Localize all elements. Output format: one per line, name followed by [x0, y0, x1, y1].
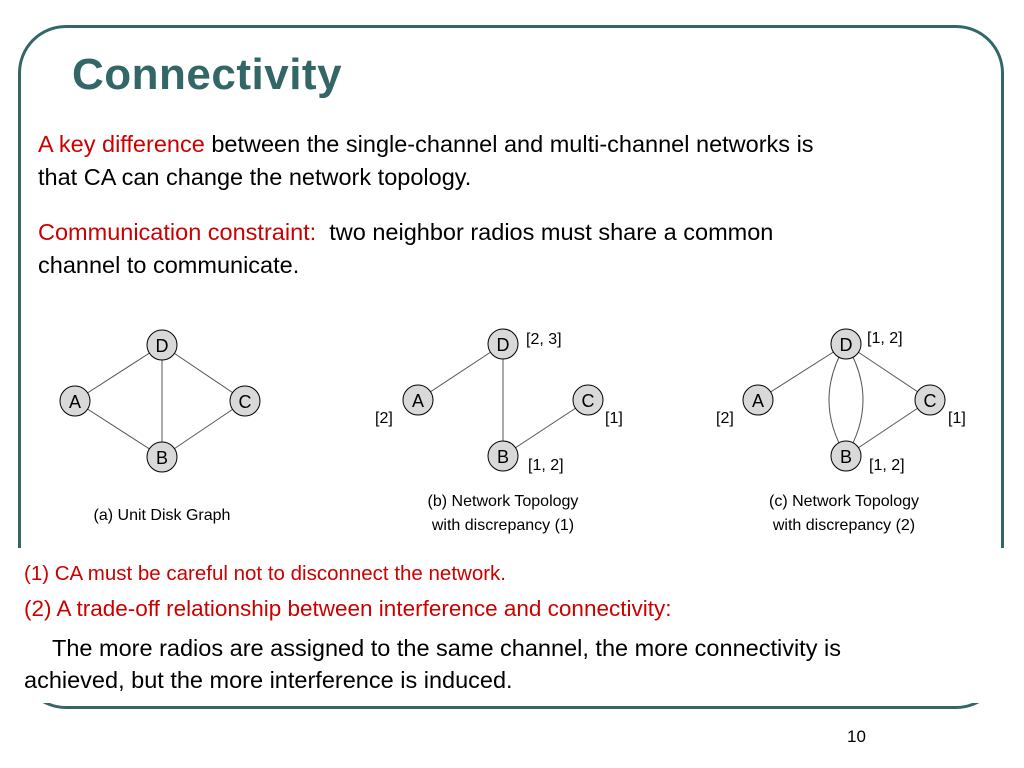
- node-b-label: B: [840, 447, 852, 467]
- channel-d: [1, 2]: [867, 330, 903, 347]
- node-d-label: D: [497, 335, 510, 355]
- figure-c-caption-line-2: with discrepancy (2): [772, 517, 915, 534]
- edge-c-b: [502, 399, 589, 457]
- communication-constraint-highlight: Communication constraint:: [38, 219, 317, 245]
- bottom-summary-box: (1) CA must be careful not to disconnect…: [15, 548, 1010, 703]
- edge-d-a: [757, 343, 847, 401]
- node-c: [572, 384, 604, 416]
- page-number: 10: [847, 727, 866, 746]
- paragraph-2-line-1-rest: two neighbor radios must share a common: [316, 219, 774, 245]
- key-difference-highlight: A key difference: [38, 131, 205, 157]
- node-d-label: D: [156, 336, 169, 356]
- figure-a-caption: (a) Unit Disk Graph: [94, 507, 231, 524]
- figure-a-unit-disk-graph: D A C B (a) Unit Disk Graph: [59, 329, 261, 524]
- node-b: [830, 440, 862, 472]
- node-c-label: C: [239, 392, 252, 412]
- node-a-label: A: [752, 391, 764, 411]
- node-b-label: B: [497, 447, 509, 467]
- node-d: [146, 329, 178, 361]
- channel-b: [1, 2]: [869, 457, 905, 474]
- edge-c-b: [161, 400, 246, 458]
- node-c-label: C: [924, 391, 937, 411]
- edge-a-b: [74, 400, 163, 458]
- paragraph-communication-constraint: Communication constraint: two neighbor r…: [38, 216, 998, 282]
- summary-point-1: (1) CA must be careful not to disconnect…: [24, 562, 506, 585]
- node-b: [487, 440, 519, 472]
- node-a: [59, 385, 91, 417]
- node-d: [487, 328, 519, 360]
- node-c: [914, 384, 946, 416]
- edge-d-c: [845, 343, 931, 401]
- edge-d-b-arc-2: [845, 343, 864, 457]
- edge-d-a: [417, 343, 504, 401]
- edge-d-c: [161, 344, 246, 402]
- figure-b-discrepancy-1: D A C B [2, 3] [2] [1] [1, 2] (b) Networ…: [375, 328, 623, 534]
- edge-c-b: [845, 399, 931, 457]
- paragraph-1-line-2: that CA can change the network topology.: [38, 164, 472, 190]
- slide-title: Connectivity: [72, 50, 343, 99]
- edge-d-a: [74, 344, 163, 402]
- summary-explanation-line-1: The more radios are assigned to the same…: [52, 635, 841, 661]
- figure-c-caption-line-1: (c) Network Topology: [769, 493, 919, 510]
- node-c-label: C: [582, 391, 595, 411]
- figure-c-discrepancy-2: D A C B [1, 2] [2] [1] [1, 2] (c) Networ…: [716, 328, 966, 534]
- slide-frame: [18, 25, 1004, 709]
- paragraph-2-line-2: channel to communicate.: [38, 252, 300, 278]
- node-d: [830, 328, 862, 360]
- node-b-label: B: [156, 448, 168, 468]
- summary-explanation: The more radios are assigned to the same…: [24, 632, 1014, 696]
- channel-a: [2]: [716, 410, 734, 427]
- channel-c: [1]: [605, 410, 623, 427]
- node-b: [146, 441, 178, 473]
- node-c: [229, 385, 261, 417]
- paragraph-key-difference: A key difference between the single-chan…: [38, 128, 998, 194]
- summary-point-2: (2) A trade-off relationship between int…: [24, 596, 672, 621]
- paragraph-1-line-1-rest: between the single-channel and multi-cha…: [204, 131, 814, 157]
- channel-b: [1, 2]: [528, 457, 564, 474]
- node-a-label: A: [412, 391, 424, 411]
- node-a: [402, 384, 434, 416]
- figure-b-caption-line-2: with discrepancy (1): [431, 517, 574, 534]
- edge-d-b-arc-1: [828, 343, 847, 457]
- node-a-label: A: [69, 392, 81, 412]
- channel-d: [2, 3]: [526, 331, 562, 348]
- summary-explanation-line-2: achieved, but the more interference is i…: [24, 667, 513, 693]
- figure-b-caption-line-1: (b) Network Topology: [428, 493, 579, 510]
- channel-c: [1]: [948, 410, 966, 427]
- channel-a: [2]: [375, 410, 393, 427]
- node-a: [742, 384, 774, 416]
- node-d-label: D: [840, 335, 853, 355]
